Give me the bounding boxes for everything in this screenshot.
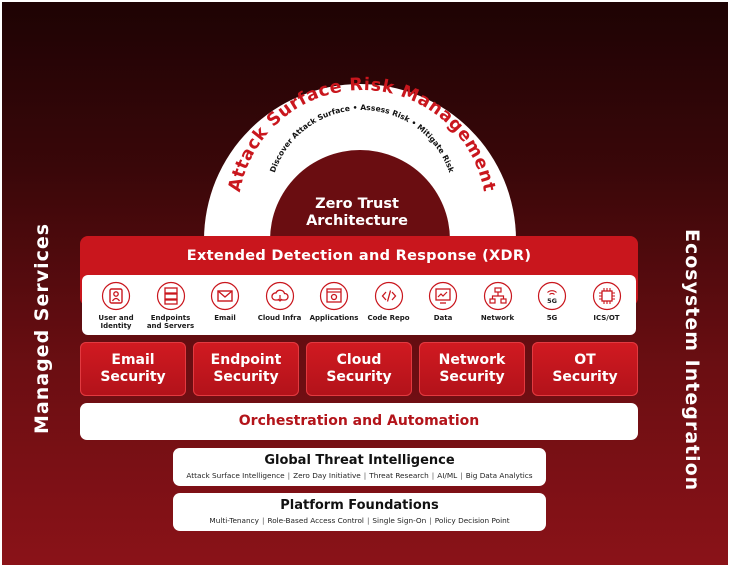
5g-icon: 5G bbox=[537, 281, 567, 311]
platform-foundations-box: Platform Foundations Multi-Tenancy|Role-… bbox=[173, 493, 546, 531]
pf-items: Multi-Tenancy|Role-Based Access Control|… bbox=[173, 516, 546, 525]
icon-label: ICS/OT bbox=[593, 314, 620, 322]
icon-label: 5G bbox=[546, 314, 558, 322]
icon-label: Endpoints bbox=[150, 314, 191, 322]
icon-label: Cloud Infra bbox=[257, 314, 302, 322]
xdr-icon-item: Applications bbox=[304, 281, 364, 322]
icon-label: Network bbox=[480, 314, 515, 322]
icon-label: Email bbox=[214, 314, 236, 322]
tile-line2: Security bbox=[100, 369, 166, 385]
gti-item: Zero Day Initiative bbox=[293, 471, 361, 480]
icon-label: Identity bbox=[100, 322, 132, 330]
tile-line1: Cloud bbox=[336, 352, 382, 368]
code-repo-icon bbox=[374, 281, 403, 311]
separator: | bbox=[460, 471, 463, 480]
xdr-icon-item: 5G 5G bbox=[522, 281, 582, 322]
zero-trust-line2: Architecture bbox=[306, 213, 408, 229]
pf-item: Policy Decision Point bbox=[434, 516, 510, 525]
ot-security-tile: OT Security bbox=[532, 342, 638, 396]
tile-line1: OT bbox=[574, 352, 596, 368]
tile-line2: Security bbox=[213, 369, 279, 385]
separator: | bbox=[363, 471, 367, 480]
zero-trust-line1: Zero Trust bbox=[315, 196, 399, 212]
separator: | bbox=[429, 516, 432, 525]
separator: | bbox=[287, 471, 291, 480]
icon-label: and Servers bbox=[146, 322, 195, 330]
email-security-tile: Email Security bbox=[80, 342, 186, 396]
separator: | bbox=[431, 471, 435, 480]
gti-item: Big Data Analytics bbox=[465, 471, 533, 480]
global-threat-intelligence-box: Global Threat Intelligence Attack Surfac… bbox=[173, 448, 546, 486]
icon-label: Applications bbox=[309, 314, 359, 322]
cloud-infra-icon bbox=[265, 281, 294, 311]
gti-item: Threat Research bbox=[369, 471, 429, 480]
network-icon bbox=[483, 281, 512, 311]
gti-item: Attack Surface Intelligence bbox=[186, 471, 285, 480]
icon-label: Code Repo bbox=[367, 314, 410, 322]
pf-title: Platform Foundations bbox=[280, 498, 439, 513]
user-identity-icon bbox=[101, 281, 131, 311]
xdr-icon-item: Data bbox=[413, 281, 473, 322]
xdr-icon-item: ICS/OT bbox=[577, 281, 637, 322]
icon-label: Data bbox=[433, 314, 453, 322]
tile-line2: Security bbox=[552, 369, 618, 385]
pf-item: Single Sign-On bbox=[372, 516, 427, 525]
endpoints-servers-icon bbox=[156, 281, 185, 311]
tile-line2: Security bbox=[326, 369, 392, 385]
cloud-security-tile: Cloud Security bbox=[306, 342, 412, 396]
gti-title: Global Threat Intelligence bbox=[264, 453, 455, 468]
applications-icon bbox=[319, 281, 349, 311]
pf-item: Role-Based Access Control bbox=[267, 516, 364, 525]
xdr-title: Extended Detection and Response (XDR) bbox=[186, 248, 532, 264]
tile-line1: Endpoint bbox=[210, 352, 282, 368]
pf-item: Multi-Tenancy bbox=[209, 516, 259, 525]
tile-line1: Email bbox=[111, 352, 155, 368]
ics-ot-icon bbox=[592, 281, 621, 311]
xdr-icon-item: Network bbox=[468, 281, 528, 322]
xdr-icon-item: Code Repo bbox=[359, 281, 419, 322]
separator: | bbox=[366, 516, 370, 525]
tile-line2: Security bbox=[439, 369, 505, 385]
gti-items: Attack Surface Intelligence|Zero Day Ini… bbox=[173, 471, 546, 480]
endpoint-security-tile: Endpoint Security bbox=[193, 342, 299, 396]
orchestration-automation-bar: Orchestration and Automation bbox=[80, 403, 638, 440]
gti-item: AI/ML bbox=[437, 471, 458, 480]
network-security-tile: Network Security bbox=[419, 342, 525, 396]
tile-line1: Network bbox=[438, 352, 506, 368]
xdr-icon-item: Cloud Infra bbox=[250, 281, 310, 322]
zero-trust-architecture: Zero Trust Architecture bbox=[282, 196, 432, 230]
svg-text:5G: 5G bbox=[547, 297, 557, 305]
arch-inner-dome bbox=[270, 150, 450, 240]
data-icon bbox=[428, 281, 458, 311]
xdr-icon-item: Email bbox=[195, 281, 255, 322]
email-icon bbox=[210, 281, 240, 311]
separator: | bbox=[261, 516, 265, 525]
icon-label: User and bbox=[98, 314, 134, 322]
